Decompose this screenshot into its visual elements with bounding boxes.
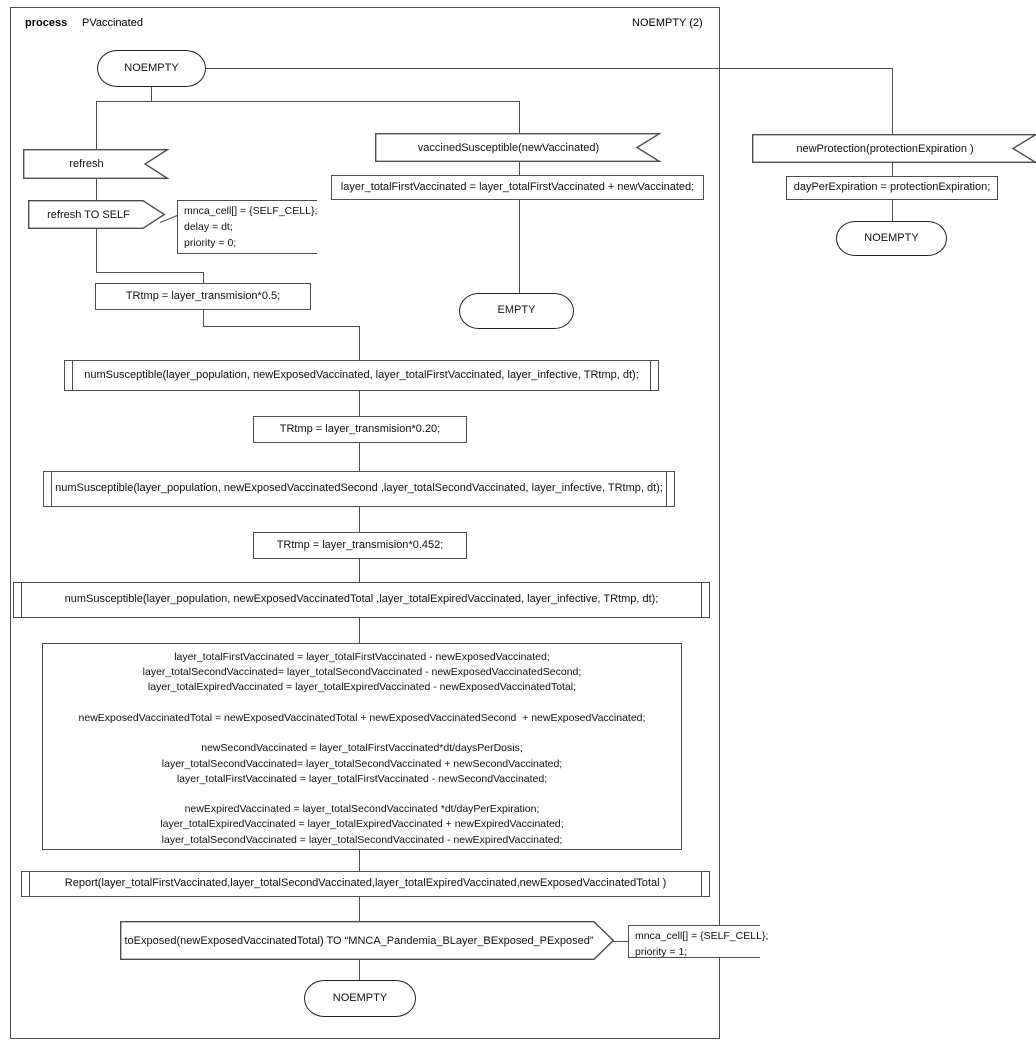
process-keyword: process [25, 17, 68, 29]
connector-start-to-newprotection [206, 68, 893, 69]
connector-bigtask-down [359, 850, 360, 871]
comment-refresh-to-self: mnca_cell[] = {SELF_CELL}; delay = dt; p… [177, 200, 317, 254]
connector-newprotection-down [892, 163, 893, 176]
input-vaccined-susceptible[interactable]: vaccinedSusceptible(newVaccinated) [374, 132, 662, 162]
connector-totalfirst-to-empty [519, 200, 520, 293]
connector-trtmp020-down [359, 443, 360, 471]
comment-leader-to-exposed [613, 941, 630, 942]
process-frame [10, 7, 720, 1039]
connector-trtmp0452-down [359, 559, 360, 582]
output-refresh-to-self-shape [27, 199, 166, 229]
connector-trtmp05-right [203, 326, 360, 327]
connector-mid-branch-down [519, 101, 520, 133]
connector-start-split [96, 101, 520, 102]
connector-proc2-down [359, 507, 360, 532]
connector-proc1-down [359, 391, 360, 416]
connector-toself-right [96, 272, 203, 273]
comment-to-exposed: mnca_cell[] = {SELF_CELL}; priority = 1; [628, 925, 768, 958]
task-total-first-vaccinated[interactable]: layer_totalFirstVaccinated = layer_total… [331, 175, 704, 200]
input-refresh-shape [22, 148, 170, 179]
output-refresh-to-self[interactable]: refresh TO SELF [27, 199, 166, 229]
input-refresh[interactable]: refresh [22, 148, 170, 179]
input-new-protection-shape [751, 133, 1036, 163]
output-to-exposed-shape [119, 920, 615, 960]
proc-num-susceptible-2[interactable]: numSusceptible(layer_population, newExpo… [43, 470, 675, 508]
connector-trtmp05-down [203, 310, 204, 326]
state-empty[interactable]: EMPTY [459, 293, 574, 329]
state-noempty-right[interactable]: NOEMPTY [836, 221, 947, 256]
task-vaccination-updates[interactable]: layer_totalFirstVaccinated = layer_total… [42, 643, 682, 850]
page-reference: NOEMPTY (2) [632, 17, 703, 29]
connector-vaccined-down [519, 162, 520, 175]
input-vaccined-susceptible-label: vaccinedSusceptible(newVaccinated) [417, 141, 600, 154]
output-refresh-to-self-label: refresh TO SELF [47, 208, 130, 221]
input-vaccined-susceptible-shape [374, 132, 662, 162]
output-to-exposed[interactable]: toExposed(newExposedVaccinatedTotal) TO … [119, 920, 615, 960]
connector-into-trtmp05 [203, 272, 204, 283]
connector-refresh-to-self [96, 179, 97, 200]
state-noempty-start[interactable]: NOEMPTY [97, 50, 206, 87]
task-vaccination-updates-text: layer_totalFirstVaccinated = layer_total… [78, 651, 646, 846]
proc-num-susceptible-1[interactable]: numSusceptible(layer_population, newExpo… [64, 359, 659, 392]
task-trtmp-05[interactable]: TRtmp = layer_transmision*0.5; [95, 283, 311, 310]
task-trtmp-0452[interactable]: TRtmp = layer_transmision*0.452; [253, 532, 467, 559]
input-new-protection-label: newProtection(protectionExpiration ) [796, 142, 974, 155]
proc-report[interactable]: Report(layer_totalFirstVaccinated,layer_… [21, 870, 710, 898]
input-new-protection[interactable]: newProtection(protectionExpiration ) [751, 133, 1036, 163]
connector-into-proc1 [359, 326, 360, 360]
input-refresh-label: refresh [69, 158, 104, 170]
connector-toself-down [96, 229, 97, 272]
connector-left-branch-down [96, 101, 97, 149]
output-to-exposed-label: toExposed(newExposedVaccinatedTotal) TO … [124, 934, 594, 947]
connector-newprotection-drop [892, 68, 893, 134]
connector-dayexp-down [892, 200, 893, 221]
connector-report-down [359, 897, 360, 921]
task-day-per-expiration[interactable]: dayPerExpiration = protectionExpiration; [786, 176, 998, 200]
connector-proc3-down [359, 618, 360, 643]
connector-toexposed-down [359, 960, 360, 980]
process-name: PVaccinated [82, 17, 143, 29]
task-trtmp-020[interactable]: TRtmp = layer_transmision*0.20; [253, 416, 467, 443]
proc-num-susceptible-3[interactable]: numSusceptible(layer_population, newExpo… [13, 581, 710, 619]
state-noempty-end[interactable]: NOEMPTY [304, 980, 416, 1017]
connector-start-down [151, 87, 152, 101]
